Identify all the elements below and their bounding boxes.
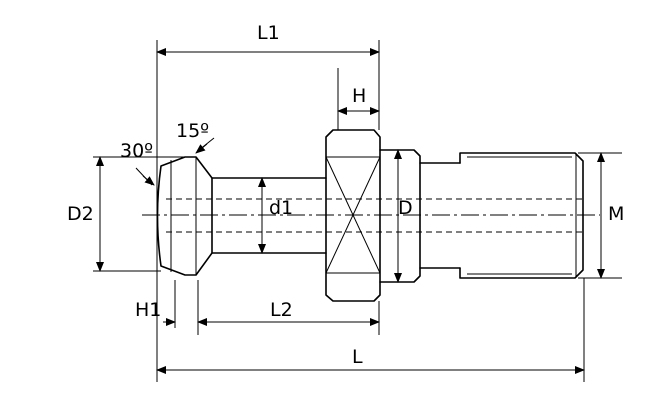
- pull-stud-outline: [156, 129, 584, 302]
- label-D: D: [398, 197, 413, 219]
- label-M: M: [608, 203, 624, 225]
- label-H: H: [352, 85, 366, 107]
- label-d1: d1: [269, 197, 293, 219]
- label-H1: H1: [135, 299, 161, 321]
- label-D2: D2: [67, 203, 94, 225]
- thread-section: [459, 152, 584, 279]
- label-angle-30: 30º: [120, 140, 153, 162]
- hex-flange: [325, 129, 381, 302]
- label-angle-15: 15º: [176, 120, 209, 142]
- collar: [379, 149, 421, 283]
- label-L1: L1: [257, 22, 280, 44]
- label-L: L: [352, 346, 363, 368]
- dimension-labels: L1 H 15º 30º D2 d1 D M H1 L2 L: [67, 22, 624, 368]
- dimension-lines: [96, 48, 605, 374]
- stud-head: [156, 156, 213, 276]
- label-L2: L2: [270, 299, 293, 321]
